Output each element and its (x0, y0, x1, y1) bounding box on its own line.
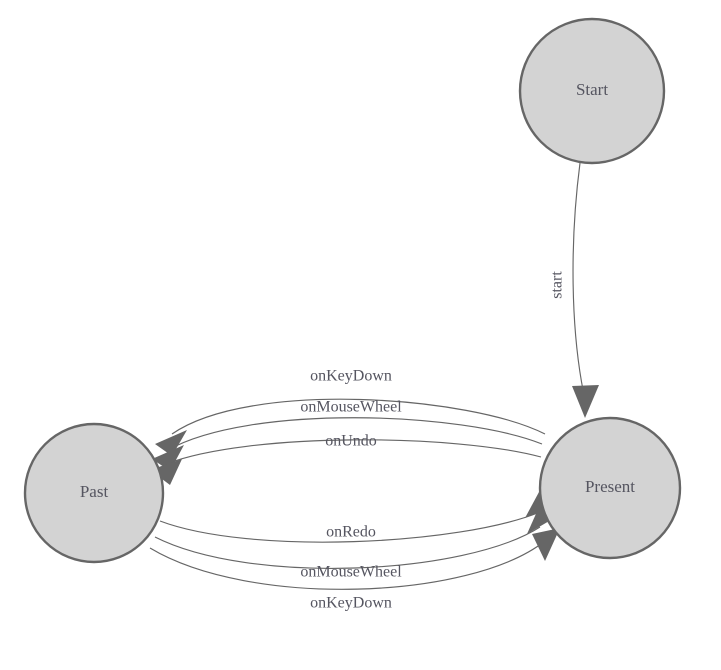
node-start-label: Start (576, 80, 608, 99)
node-start-circle (518, 17, 666, 165)
edge-start-to-present[interactable]: start (549, 162, 599, 418)
node-present[interactable]: Present (538, 416, 682, 560)
node-past[interactable]: Past (23, 422, 165, 564)
edge-start-to-present-path (572, 162, 586, 401)
edge-past-to-present-onkeydown-path (149, 540, 546, 590)
node-layer: Start Past Present (23, 17, 682, 564)
arrowhead-past-3 (150, 459, 182, 485)
edge-label-start: start (549, 271, 566, 299)
node-present-circle (538, 416, 682, 560)
edge-past-to-present-onmousewheel[interactable]: onMouseWheel (154, 507, 556, 581)
edge-past-to-present-onredo-path (159, 511, 541, 543)
edge-present-to-past-onkeydown-path (171, 398, 546, 435)
edge-label-past-present-onredo: onRedo (326, 524, 376, 541)
edge-present-to-past-onundo[interactable]: onUndo (150, 433, 542, 485)
edge-label-past-present-onmousewheel: onMouseWheel (300, 564, 402, 581)
edge-present-to-past-onkeydown[interactable]: onKeyDown (155, 368, 546, 456)
arrowhead-present-3 (532, 528, 560, 561)
edge-layer: start onKeyDown onMouseWheel onUndo (149, 162, 599, 612)
node-past-label: Past (80, 482, 109, 501)
edge-present-to-past-onmousewheel[interactable]: onMouseWheel (152, 399, 543, 471)
arrowhead-present-top (572, 385, 599, 418)
edge-label-present-past-onkeydown: onKeyDown (310, 368, 392, 385)
node-start[interactable]: Start (518, 17, 666, 165)
edge-label-present-past-onundo: onUndo (325, 433, 377, 450)
arrowhead-past-1 (155, 430, 187, 456)
node-present-label: Present (585, 477, 635, 496)
arrowhead-past-2 (152, 445, 184, 471)
edge-past-to-present-onkeydown[interactable]: onKeyDown (149, 528, 560, 612)
edge-past-to-present-onredo[interactable]: onRedo (159, 492, 557, 543)
edge-past-to-present-onmousewheel-path (154, 526, 541, 569)
edge-present-to-past-onundo-path (165, 439, 542, 465)
edge-label-past-present-onkeydown: onKeyDown (310, 595, 392, 612)
edge-label-present-past-onmousewheel: onMouseWheel (300, 399, 402, 416)
node-past-circle (23, 422, 165, 564)
edge-present-to-past-onmousewheel-path (167, 417, 543, 451)
